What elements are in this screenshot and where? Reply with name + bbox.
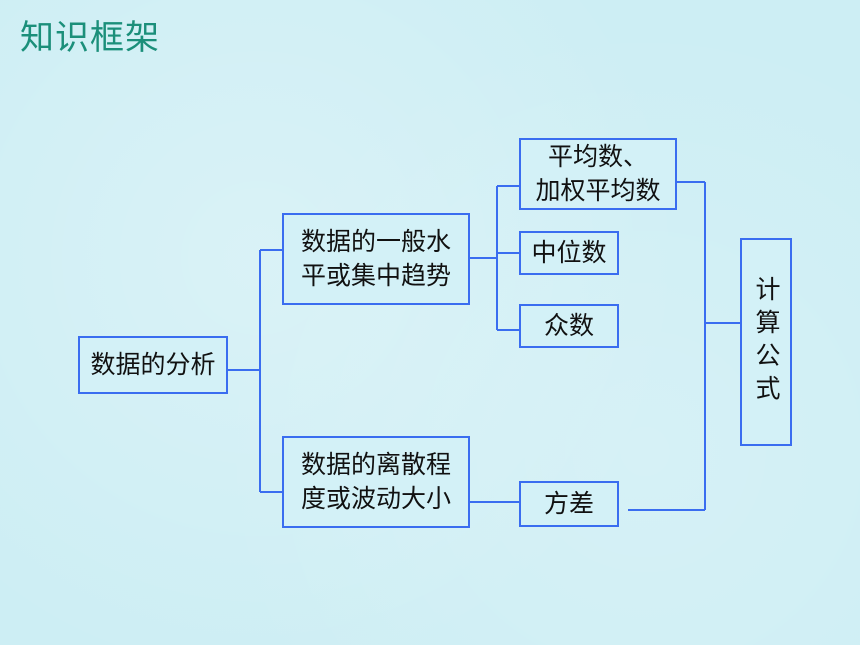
dispersion-node: 数据的离散程 度或波动大小: [282, 436, 470, 528]
mean-line2: 加权平均数: [535, 176, 661, 205]
median-node: 中位数: [519, 231, 619, 275]
root-node: 数据的分析: [78, 336, 228, 394]
variance-label: 方差: [543, 489, 594, 518]
mode-label: 众数: [543, 311, 594, 340]
central-tendency-line2: 平或集中趋势: [300, 261, 451, 290]
root-node-label: 数据的分析: [90, 350, 216, 379]
central-tendency-node: 数据的一般水 平或集中趋势: [282, 213, 470, 305]
formula-node: 计算公式: [740, 238, 792, 446]
mean-line1: 平均数、: [547, 142, 648, 171]
variance-node: 方差: [519, 481, 619, 527]
median-label: 中位数: [531, 238, 607, 267]
page-title: 知识框架: [20, 18, 160, 58]
mode-node: 众数: [519, 304, 619, 348]
central-tendency-line1: 数据的一般水: [300, 227, 451, 256]
formula-label: 计算公式: [752, 276, 781, 408]
dispersion-line2: 度或波动大小: [300, 484, 451, 513]
mean-node: 平均数、 加权平均数: [519, 138, 677, 210]
dispersion-line1: 数据的离散程: [300, 450, 451, 479]
